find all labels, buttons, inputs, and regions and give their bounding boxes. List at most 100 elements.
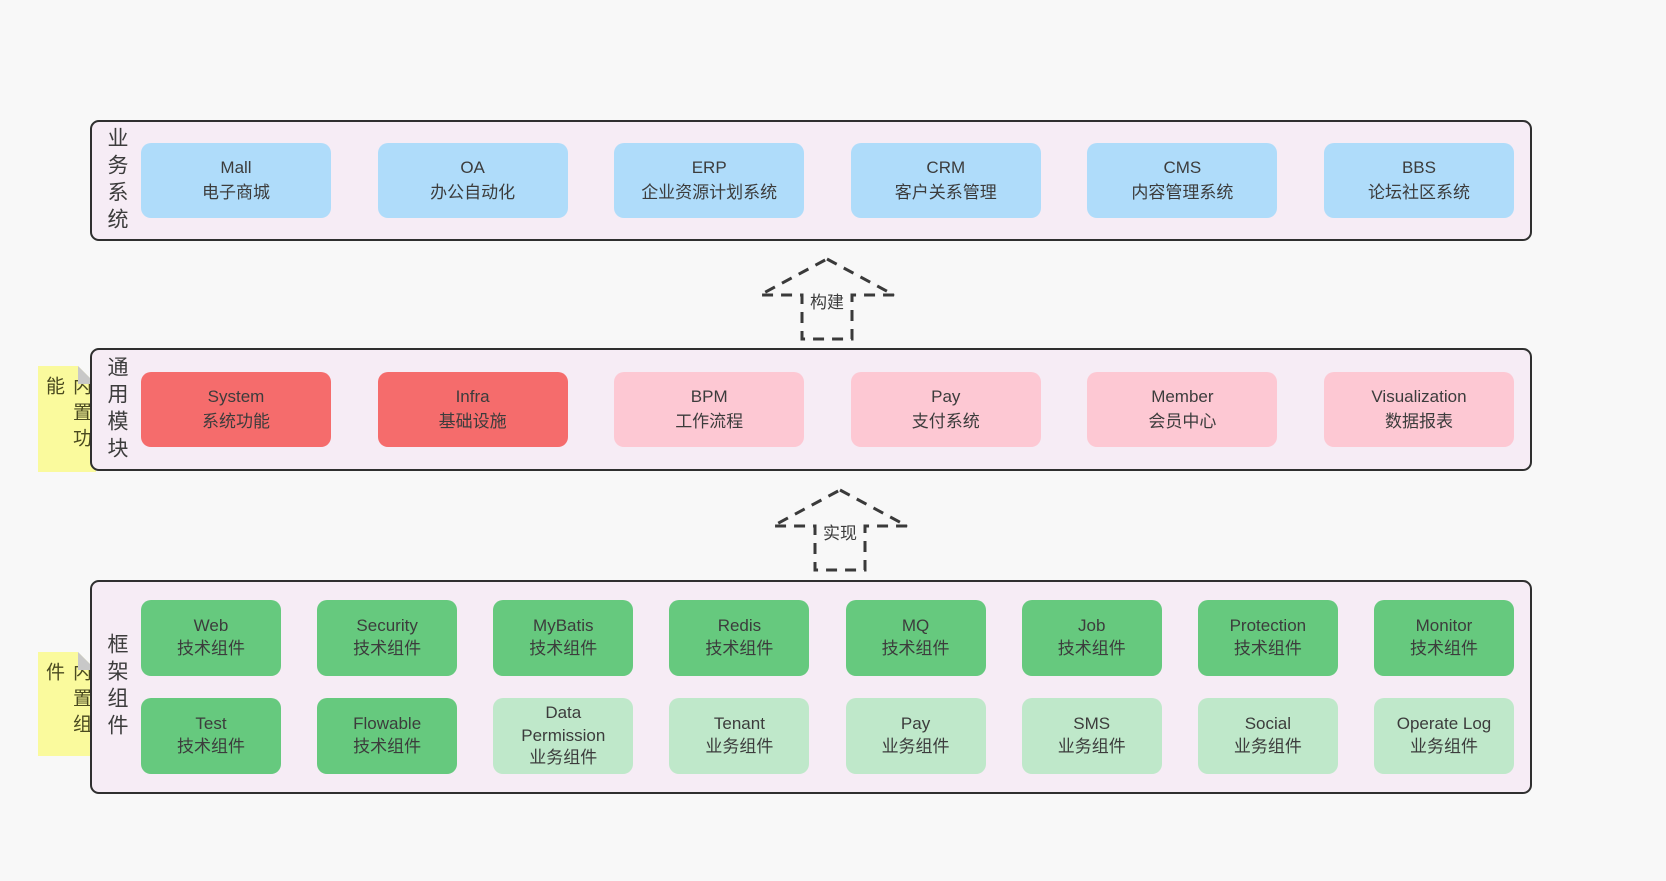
module-box-name: System: [207, 386, 265, 406]
module-box-pay: Pay 支付系统: [850, 372, 1041, 447]
module-box-tenant: Tenant 业务组件: [669, 698, 810, 774]
module-box-subtitle: 技术组件: [1233, 639, 1302, 658]
module-box-operate-log: Operate Log 业务组件: [1373, 698, 1514, 774]
module-box-pay: Pay 业务组件: [845, 698, 986, 774]
module-box-name: BBS: [1401, 157, 1436, 177]
module-box-subtitle: 业务组件: [529, 748, 598, 768]
module-box-name: ERP: [691, 157, 727, 177]
up-arrow-icon: [759, 257, 895, 341]
module-box-member: Member 会员中心: [1087, 372, 1278, 447]
module-box-subtitle: 技术组件: [529, 639, 598, 658]
module-box-name: Infra: [455, 386, 490, 406]
module-box-security: Security 技术组件: [317, 600, 458, 676]
module-box-subtitle: 论坛社区系统: [1367, 182, 1470, 202]
module-box-name: MQ: [901, 616, 930, 636]
module-box-subtitle: 技术组件: [177, 737, 245, 756]
band-title: 业务系统: [105, 126, 128, 235]
module-box-mybatis: MyBatis 技术组件: [493, 600, 634, 676]
arrow-build: 构建: [757, 256, 897, 342]
up-arrow-icon: [772, 488, 908, 572]
module-box-subtitle: 客户关系管理: [894, 182, 997, 202]
module-box-job: Job 技术组件: [1021, 600, 1162, 676]
module-box-name: Pay: [931, 386, 961, 406]
module-box-name: OA: [460, 157, 485, 177]
module-box-infra: Infra 基础设施: [377, 372, 568, 447]
module-box-name: Social: [1244, 714, 1291, 734]
band-content: System 系统功能 Infra 基础设施 BPM 工作流程 Pay 支付系统 Member 会…: [127, 372, 1530, 447]
module-box-name: MyBatis: [533, 616, 594, 636]
module-box-subtitle: 业务组件: [1409, 737, 1478, 756]
module-box-subtitle: 技术组件: [881, 639, 950, 658]
module-box-subtitle: 办公自动化: [430, 182, 516, 202]
module-box-name: Test: [195, 714, 227, 734]
module-box-subtitle: 支付系统: [911, 411, 980, 431]
module-box-visualization: Visualization 数据报表: [1323, 372, 1514, 447]
module-box-subtitle: 工作流程: [675, 411, 744, 431]
module-box-name: Security: [356, 616, 418, 636]
module-box-subtitle: 企业资源计划系统: [641, 182, 778, 202]
module-box-name: BPM: [690, 386, 728, 406]
module-box-redis: Redis 技术组件: [669, 600, 810, 676]
module-box-mall: Mall 电子商城: [141, 143, 331, 218]
module-box-subtitle: 技术组件: [353, 639, 422, 658]
module-box-name: Web: [193, 616, 229, 636]
module-box-name: Visualization: [1371, 386, 1467, 406]
band-title: 框架组件: [105, 633, 128, 741]
module-box-bpm: BPM 工作流程: [614, 372, 805, 447]
module-box-name: Member: [1151, 386, 1214, 406]
sticky-note-label: 内置组件: [43, 662, 91, 740]
module-box-test: Test 技术组件: [141, 698, 281, 774]
module-box-cms: CMS 内容管理系统: [1087, 143, 1278, 218]
module-box-subtitle: 业务组件: [1233, 737, 1302, 756]
module-box-mq: MQ 技术组件: [845, 600, 986, 676]
module-box-name: Operate Log: [1396, 714, 1492, 734]
module-box-web: Web 技术组件: [141, 600, 281, 676]
sticky-note-built-in-components: 内置组件: [38, 652, 96, 756]
band-common-modules: 通用模块 System 系统功能 Infra 基础设施 BPM 工作流程 Pay 支付系统 Me…: [90, 348, 1532, 471]
module-box-subtitle: 内容管理系统: [1131, 182, 1234, 202]
module-box-subtitle: 技术组件: [1409, 639, 1478, 658]
module-box-name: Data Permission: [521, 702, 606, 745]
module-box-subtitle: 基础设施: [438, 411, 507, 431]
module-box-subtitle: 业务组件: [1057, 737, 1126, 756]
module-box-subtitle: 系统功能: [202, 411, 270, 431]
module-box-name: Protection: [1229, 616, 1307, 636]
module-box-subtitle: 技术组件: [1057, 639, 1126, 658]
module-box-subtitle: 业务组件: [705, 737, 774, 756]
module-box-subtitle: 技术组件: [177, 639, 245, 658]
module-box-name: Pay: [900, 714, 931, 734]
module-box-name: Job: [1077, 616, 1106, 636]
module-box-name: Flowable: [353, 714, 422, 734]
module-box-name: Tenant: [713, 714, 765, 734]
module-box-name: CMS: [1163, 157, 1202, 177]
arrow-implement: 实现: [770, 487, 910, 573]
sticky-note-built-in-features: 内置功能: [38, 366, 96, 472]
module-box-protection: Protection 技术组件: [1197, 600, 1338, 676]
module-box-subtitle: 技术组件: [705, 639, 774, 658]
module-box-subtitle: 数据报表: [1384, 411, 1453, 431]
module-box-name: Mall: [220, 157, 252, 177]
module-box-name: Redis: [717, 616, 762, 636]
module-box-social: Social 业务组件: [1197, 698, 1338, 774]
module-box-name: Monitor: [1415, 616, 1473, 636]
arrow-label: 构建: [807, 288, 847, 313]
module-box-data-permission: Data Permission 业务组件: [493, 698, 634, 774]
band-title: 通用模块: [105, 355, 128, 464]
module-box-subtitle: 业务组件: [881, 737, 950, 756]
module-box-subtitle: 电子商城: [202, 182, 270, 202]
module-box-system: System 系统功能: [141, 372, 331, 447]
module-box-bbs: BBS 论坛社区系统: [1323, 143, 1514, 218]
module-box-oa: OA 办公自动化: [377, 143, 568, 218]
module-box-monitor: Monitor 技术组件: [1373, 600, 1514, 676]
module-box-subtitle: 会员中心: [1148, 411, 1217, 431]
